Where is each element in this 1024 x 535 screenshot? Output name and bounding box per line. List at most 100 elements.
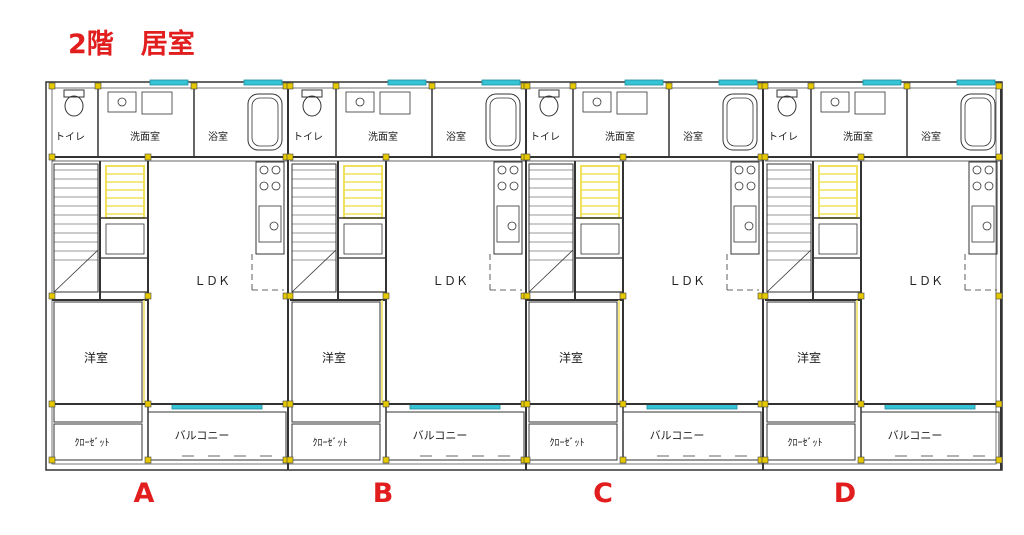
toilet-fixture (538, 89, 560, 117)
room-label-washroom: 洗面室 (368, 130, 398, 143)
unit-label-d: D (833, 478, 857, 509)
column-marker (382, 456, 390, 464)
bathtub-fixture (722, 93, 758, 151)
window (481, 79, 521, 86)
column-marker (48, 400, 56, 408)
room-label-ldk: ＬＤＫ (669, 274, 705, 288)
balcony (147, 411, 287, 461)
unit-label-c: C (593, 478, 613, 509)
room-label-closet: ｸﾛｰｾﾞｯﾄ (75, 437, 110, 449)
column-marker (144, 400, 152, 408)
room-label-ldk: ＬＤＫ (907, 274, 943, 288)
column-marker (382, 292, 390, 300)
column-marker (857, 153, 865, 161)
column-marker (619, 400, 627, 408)
sink-fixture (345, 91, 375, 113)
column-marker (619, 153, 627, 161)
kitchen-counter (493, 161, 523, 255)
floor-title: 2階 居室 (68, 29, 195, 60)
room-label-washroom: 洗面室 (843, 130, 873, 143)
unit-label-b: B (372, 478, 394, 509)
closet (53, 423, 143, 461)
column-marker (569, 82, 577, 90)
window (718, 79, 758, 86)
closet (528, 423, 618, 461)
room-label-balcony: バルコニー (888, 429, 943, 442)
column-marker (144, 153, 152, 161)
western-room (53, 301, 143, 423)
room-label-bathroom: 浴室 (446, 130, 466, 143)
kitchen-counter (730, 161, 760, 255)
column-marker (94, 82, 102, 90)
staircase (766, 163, 861, 293)
washer-space (141, 91, 173, 115)
washer-space (854, 91, 886, 115)
room-label-closet: ｸﾛｰｾﾞｯﾄ (313, 437, 348, 449)
room-label-toilet: トイレ (530, 132, 560, 143)
column-marker (144, 292, 152, 300)
unit-plan-c: トイレ洗面室浴室洋室ｸﾛｰｾﾞｯﾄＬＤＫバルコニー (523, 79, 765, 470)
column-marker (428, 82, 436, 90)
column-marker (286, 292, 294, 300)
column-marker (523, 456, 531, 464)
room-label-western-room: 洋室 (322, 350, 346, 365)
room-label-closet: ｸﾛｰｾﾞｯﾄ (550, 437, 585, 449)
window (243, 79, 283, 86)
staircase (291, 163, 386, 293)
column-marker (523, 82, 531, 90)
room-label-toilet: トイレ (293, 132, 323, 143)
balcony (622, 411, 762, 461)
column-marker (995, 456, 1003, 464)
staircase (528, 163, 623, 293)
window (956, 79, 996, 86)
unit-plan-b: トイレ洗面室浴室洋室ｸﾛｰｾﾞｯﾄＬＤＫバルコニー (286, 79, 528, 470)
staircase (53, 163, 148, 293)
column-marker (190, 82, 198, 90)
sink-fixture (582, 91, 612, 113)
column-marker (761, 292, 769, 300)
washer-space (616, 91, 648, 115)
toilet-fixture (301, 89, 323, 117)
room-label-western-room: 洋室 (84, 350, 108, 365)
room-label-toilet: トイレ (55, 132, 85, 143)
bathtub-fixture (960, 93, 996, 151)
column-marker (761, 456, 769, 464)
room-label-western-room: 洋室 (797, 350, 821, 365)
room-label-toilet: トイレ (768, 132, 798, 143)
column-marker (286, 82, 294, 90)
column-marker (523, 153, 531, 161)
column-marker (523, 400, 531, 408)
column-marker (995, 153, 1003, 161)
column-marker (995, 292, 1003, 300)
column-marker (807, 82, 815, 90)
room-label-bathroom: 浴室 (921, 130, 941, 143)
kitchen-counter (255, 161, 285, 255)
room-label-washroom: 洗面室 (130, 130, 160, 143)
column-marker (144, 456, 152, 464)
column-marker (619, 456, 627, 464)
column-marker (382, 153, 390, 161)
sink-fixture (820, 91, 850, 113)
column-marker (761, 82, 769, 90)
room-label-bathroom: 浴室 (208, 130, 228, 143)
sink-fixture (107, 91, 137, 113)
unit-plan-a: トイレ洗面室浴室洋室ｸﾛｰｾﾞｯﾄＬＤＫバルコニー (48, 79, 290, 470)
window (624, 79, 664, 86)
room-label-balcony: バルコニー (650, 429, 705, 442)
western-room (766, 301, 856, 423)
room-label-closet: ｸﾛｰｾﾞｯﾄ (788, 437, 823, 449)
column-marker (619, 292, 627, 300)
column-marker (286, 456, 294, 464)
column-marker (523, 292, 531, 300)
room-label-ldk: ＬＤＫ (194, 274, 230, 288)
balcony (385, 411, 525, 461)
column-marker (48, 153, 56, 161)
column-marker (48, 82, 56, 90)
column-marker (857, 292, 865, 300)
column-marker (857, 456, 865, 464)
column-marker (48, 456, 56, 464)
window (862, 79, 902, 86)
